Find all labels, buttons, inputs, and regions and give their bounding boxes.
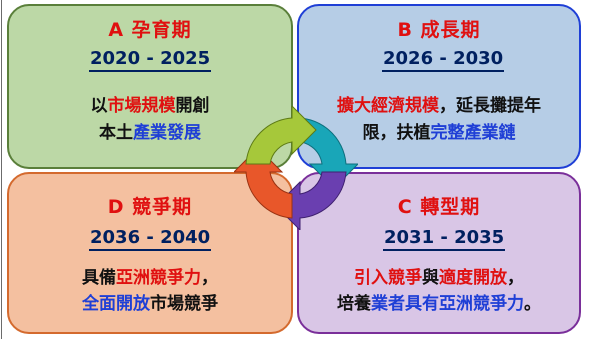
description-line-1: 具備亞洲競爭力，: [9, 263, 291, 288]
text-segment: 培養: [337, 294, 371, 314]
description-line-1: 引入競爭與適度開放，: [299, 263, 579, 288]
description-line-2: 限，扶植完整產業鏈: [299, 118, 579, 143]
circular-arrows-icon: [234, 106, 358, 230]
year-range: 2020 - 2025: [89, 48, 212, 72]
left-border-line: [1, 0, 2, 339]
text-segment: 市場規模: [107, 96, 176, 116]
description-line-2: 全面開放市場競爭: [9, 289, 291, 314]
text-segment: 適度開放: [439, 268, 507, 288]
text-segment: 本土: [99, 123, 133, 143]
text-segment: 引入競爭: [354, 268, 422, 288]
text-segment: 業者具有亞洲競爭力: [371, 294, 524, 314]
text-segment: 市場競爭: [150, 294, 218, 314]
description-line-2: 本土產業發展: [9, 118, 291, 143]
description-line-2: 培養業者具有亞洲競爭力。: [299, 289, 579, 314]
text-segment: 開創: [175, 96, 210, 116]
text-segment: 亞洲競爭力: [116, 268, 201, 288]
text-segment: 產業發展: [133, 123, 201, 143]
text-segment: ，: [507, 268, 524, 288]
year-range: 2026 - 2030: [382, 48, 505, 72]
text-segment: 限，扶植: [362, 123, 431, 143]
quadrant-b-growth: B 成長期 2026 - 2030 擴大經濟規模，延長攤提年 限，扶植完整產業鏈: [297, 4, 581, 169]
description-line-1: 擴大經濟規模，延長攤提年: [299, 91, 579, 116]
text-segment: 以: [90, 96, 108, 116]
text-segment: ，延長攤提年: [439, 96, 541, 116]
quadrant-title: A 孕育期: [108, 19, 192, 41]
quadrant-title: D 競爭期: [107, 196, 193, 218]
quadrant-d-competition: D 競爭期 2036 - 2040 具備亞洲競爭力， 全面開放市場競爭: [7, 172, 293, 334]
text-segment: 擴大經濟規模: [337, 96, 439, 116]
quadrant-title: C 轉型期: [397, 196, 481, 218]
quadrant-title: B 成長期: [397, 19, 481, 41]
text-segment: 。: [524, 294, 541, 314]
year-range: 2031 - 2035: [383, 227, 506, 251]
description-line-1: 以市場規模開創: [9, 91, 291, 116]
text-segment: 全面開放: [82, 294, 150, 314]
text-segment: 具備: [82, 268, 116, 288]
text-segment: 完整產業鏈: [430, 123, 516, 143]
quadrant-a-incubation: A 孕育期 2020 - 2025 以市場規模開創 本土產業發展: [7, 4, 293, 169]
quadrant-c-transition: C 轉型期 2031 - 2035 引入競爭與適度開放， 培養業者具有亞洲競爭力…: [297, 172, 581, 334]
year-range: 2036 - 2040: [89, 227, 212, 251]
text-segment: 與: [422, 268, 439, 288]
text-segment: ，: [201, 268, 218, 288]
